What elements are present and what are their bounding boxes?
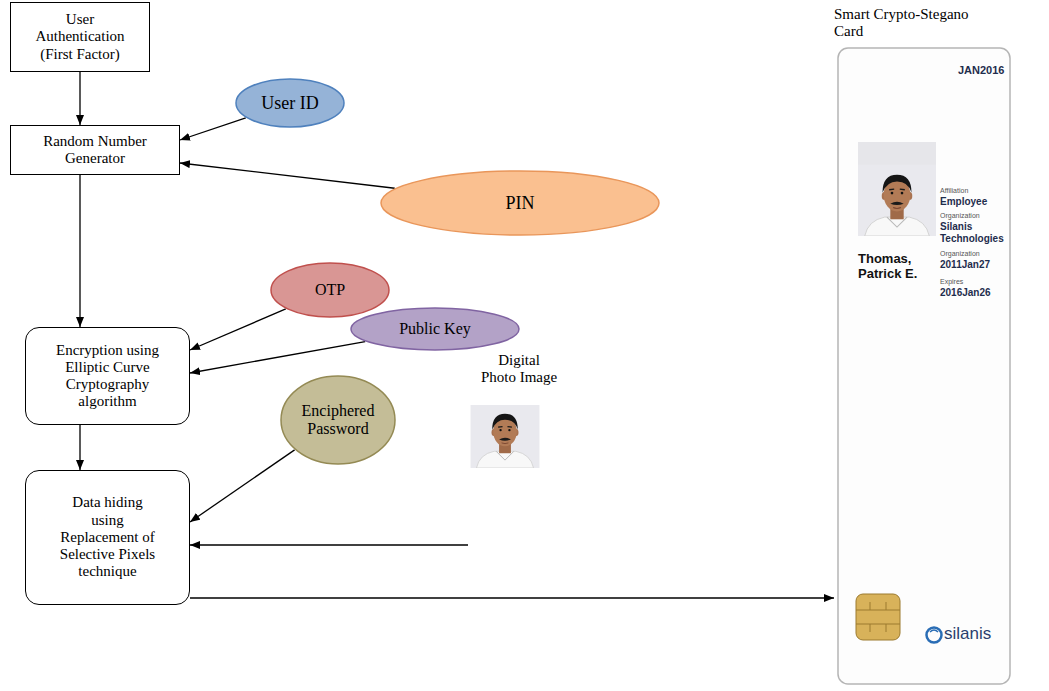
- node-text: Enciphered Password: [296, 402, 381, 439]
- input-ellipse: OTP: [270, 262, 390, 318]
- field-value: Silanis Technologies: [940, 221, 1010, 244]
- node-text: User Authentication (First Factor): [28, 11, 133, 63]
- field-label: Expires: [940, 278, 963, 286]
- flow-arrow: [190, 342, 365, 373]
- process-box: Data hiding using Replacement of Selecti…: [25, 470, 190, 605]
- input-ellipse: Public Key: [350, 307, 520, 351]
- node-text: Encryption using Elliptic Curve Cryptogr…: [35, 342, 180, 411]
- input-ellipse: PIN: [380, 170, 660, 236]
- logo-symbol: [927, 628, 942, 643]
- card-heading: Smart Crypto-Stegano Card: [834, 6, 992, 41]
- flow-arrow: [190, 597, 834, 598]
- photo-illustration: [470, 405, 540, 468]
- field-value: 2016Jan26: [940, 287, 991, 299]
- card-photo: [858, 165, 936, 236]
- ellipse-shape: [381, 171, 659, 235]
- card-outline: [838, 48, 1010, 684]
- input-ellipse: Enciphered Password: [280, 375, 396, 465]
- flow-arrow: [79, 175, 80, 327]
- holder-name: Thomas, Patrick E.: [858, 252, 936, 282]
- flow-arrow: [180, 118, 246, 140]
- ellipse-shape: [271, 263, 389, 317]
- field-value: 2011Jan27: [940, 259, 990, 271]
- process-box: Random Number Generator: [10, 125, 180, 175]
- node-text: Data hiding using Replacement of Selecti…: [58, 494, 158, 580]
- card-photo-ground: [858, 142, 936, 236]
- process-box: User Authentication (First Factor): [10, 2, 150, 72]
- field-label: Organization: [940, 250, 980, 258]
- face-picture: [471, 405, 540, 468]
- flow-arrow: [180, 163, 395, 188]
- node-text: Random Number Generator: [25, 133, 165, 168]
- node-text: PIN: [505, 193, 534, 214]
- flow-arrow: [79, 72, 80, 125]
- node-text: Public Key: [399, 320, 471, 338]
- photo-node: Digital Photo Image: [468, 352, 570, 550]
- node-text: OTP: [315, 281, 345, 299]
- photo-caption: Digital Photo Image: [480, 352, 558, 387]
- flow-arrow: [190, 450, 295, 522]
- input-ellipse: User ID: [235, 78, 345, 128]
- logo-text: silanis: [944, 624, 991, 644]
- flow-arrow: [79, 425, 80, 470]
- ellipse-shape: [351, 308, 519, 350]
- process-box: Encryption using Elliptic Curve Cryptogr…: [25, 327, 190, 425]
- flow-arrow: [190, 544, 468, 545]
- chip-symbol: [856, 594, 900, 640]
- node-text: User ID: [261, 93, 318, 114]
- field-label: Affiliation: [940, 187, 968, 195]
- card-date: JAN2016: [958, 64, 1004, 77]
- field-value: Employee: [940, 196, 987, 208]
- ellipse-shape: [236, 79, 344, 127]
- flow-arrow: [190, 309, 286, 350]
- field-label: Organization: [940, 212, 980, 220]
- card-node: Smart Crypto-Stegano CardJAN2016Affiliat…: [834, 4, 1014, 688]
- ellipse-shape: [281, 376, 395, 464]
- card-illustration: [834, 4, 1014, 688]
